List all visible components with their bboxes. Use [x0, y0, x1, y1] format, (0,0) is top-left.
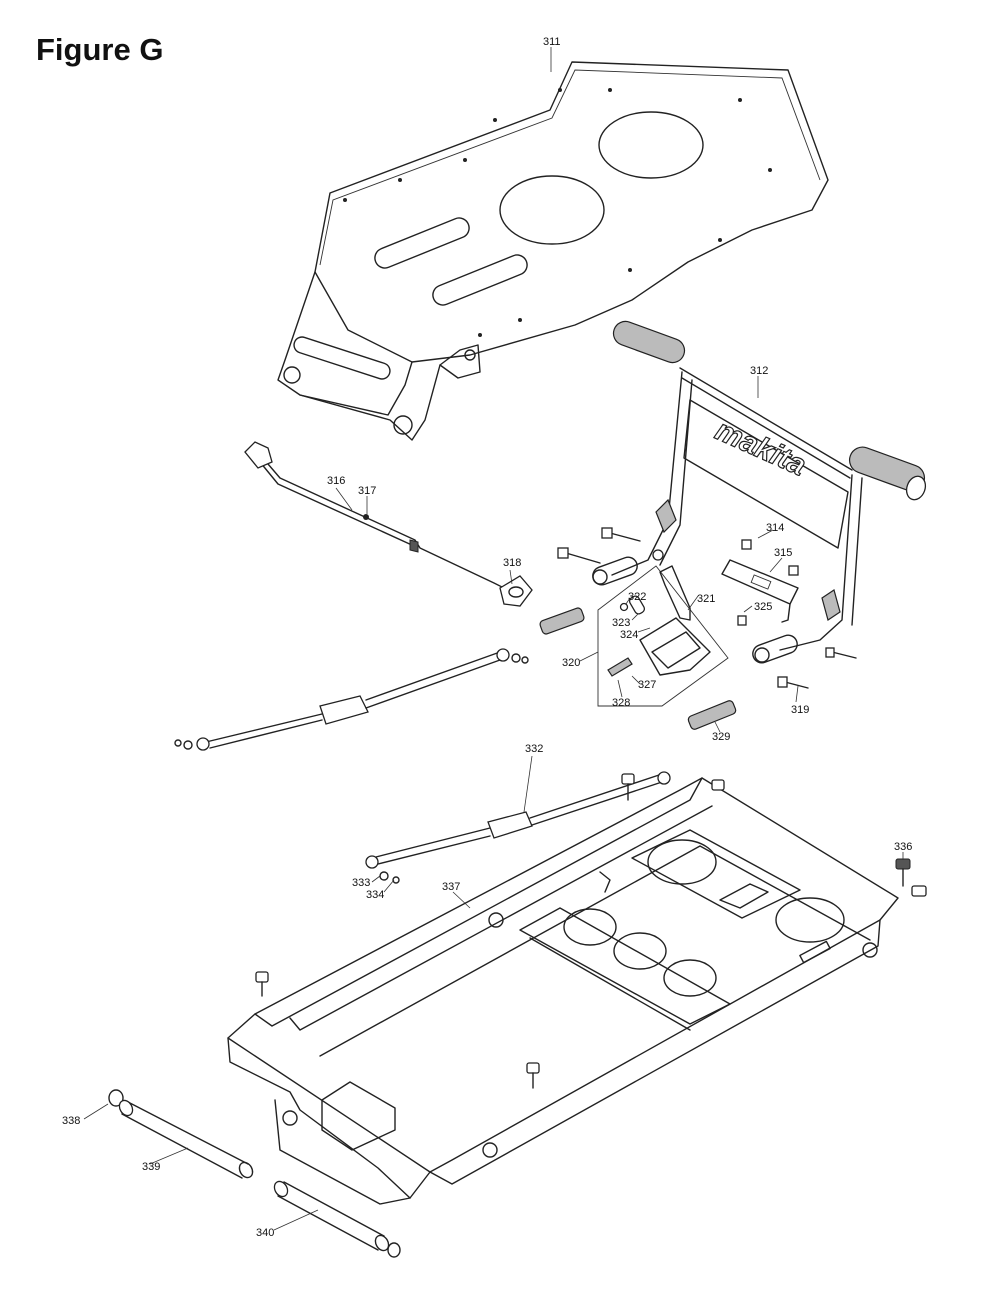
part-340-pipe: [273, 1180, 401, 1258]
part-320-latch-assembly: [597, 565, 729, 707]
callout-315: 315: [774, 547, 792, 559]
callout-321: 321: [697, 593, 715, 605]
callout-323: 323: [612, 617, 630, 629]
part-339-pipe: [118, 1099, 254, 1179]
callout-316: 316: [327, 475, 345, 487]
callout-332: 332: [525, 743, 543, 755]
part-315-bracket: [721, 559, 799, 623]
leader-lines: [83, 47, 904, 1231]
part-318-clamp: [499, 575, 533, 607]
callout-328: 328: [612, 697, 630, 709]
callout-329: 329: [712, 731, 730, 743]
part-spring-grip: [539, 607, 585, 635]
part-338-ring: [108, 1089, 124, 1107]
part-311-top-plate: [277, 61, 829, 441]
part-329-grip: [687, 700, 737, 730]
callout-337: 337: [442, 881, 460, 893]
part-332-gas-spring: [365, 771, 671, 884]
callout-334: 334: [366, 889, 384, 901]
callout-327: 327: [638, 679, 656, 691]
part-316-rod: [244, 441, 513, 593]
callout-311: 311: [543, 36, 561, 48]
callout-319: 319: [791, 704, 809, 716]
part-337-base-frame: [227, 777, 899, 1205]
callout-325: 325: [754, 601, 772, 613]
callout-340: 340: [256, 1227, 274, 1239]
callout-336: 336: [894, 841, 912, 853]
callout-339: 339: [142, 1161, 160, 1173]
callout-312: 312: [750, 365, 768, 377]
part-312-handle: makita: [592, 320, 927, 664]
callout-322: 322: [628, 591, 646, 603]
callout-320: 320: [562, 657, 580, 669]
callout-333: 333: [352, 877, 370, 889]
callout-324: 324: [620, 629, 638, 641]
gas-spring-upper: [174, 648, 529, 751]
page-title: Figure G: [36, 32, 164, 67]
bolts: [557, 527, 857, 689]
callout-318: 318: [503, 557, 521, 569]
callout-314: 314: [766, 522, 784, 534]
callout-317: 317: [358, 485, 376, 497]
callout-labels: 311 312 314 315 316 317 318 319 320 321 …: [62, 36, 912, 1239]
callout-338: 338: [62, 1115, 80, 1127]
set-screws: [255, 773, 927, 1089]
brand-logo: makita: [710, 414, 810, 483]
